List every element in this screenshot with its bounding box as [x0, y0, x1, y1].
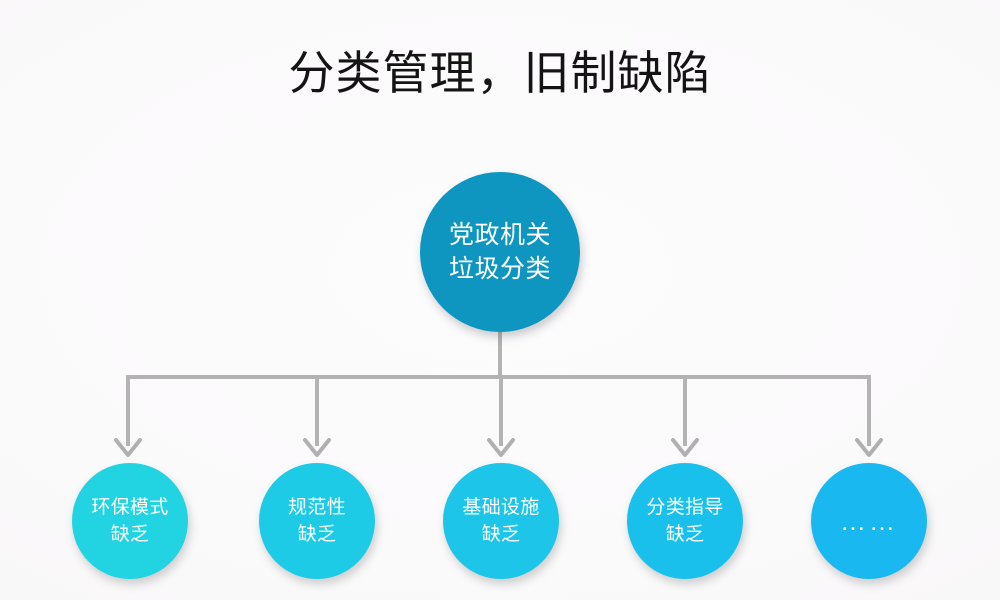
node-root-label: 党政机关 垃圾分类: [448, 221, 551, 283]
node-leaf-infrastructure[interactable]: 基础设施 缺乏: [443, 463, 559, 579]
node-leaf-label: 环保模式 缺乏: [91, 497, 169, 545]
node-leaf-label: 分类指导 缺乏: [646, 497, 724, 545]
node-root[interactable]: 党政机关 垃圾分类: [420, 172, 580, 332]
node-leaf-label: 基础设施 缺乏: [462, 497, 540, 545]
node-leaf-environmental-model[interactable]: 环保模式 缺乏: [72, 463, 188, 579]
node-leaf-sorting-guidance[interactable]: 分类指导 缺乏: [627, 463, 743, 579]
arrowhead-icon-4: [855, 438, 883, 457]
node-leaf-label: 规范性 缺乏: [288, 497, 346, 545]
node-leaf-standardization[interactable]: 规范性 缺乏: [259, 463, 375, 579]
node-leaf-label: ……: [840, 506, 898, 536]
node-leaf-ellipsis[interactable]: ……: [811, 463, 927, 579]
arrowhead-icon-0: [114, 438, 142, 457]
arrowhead-icon-1: [303, 438, 331, 457]
arrowhead-icon-3: [671, 438, 699, 457]
page-title: 分类管理，旧制缺陷: [288, 47, 712, 99]
arrowhead-icon-2: [487, 438, 515, 457]
